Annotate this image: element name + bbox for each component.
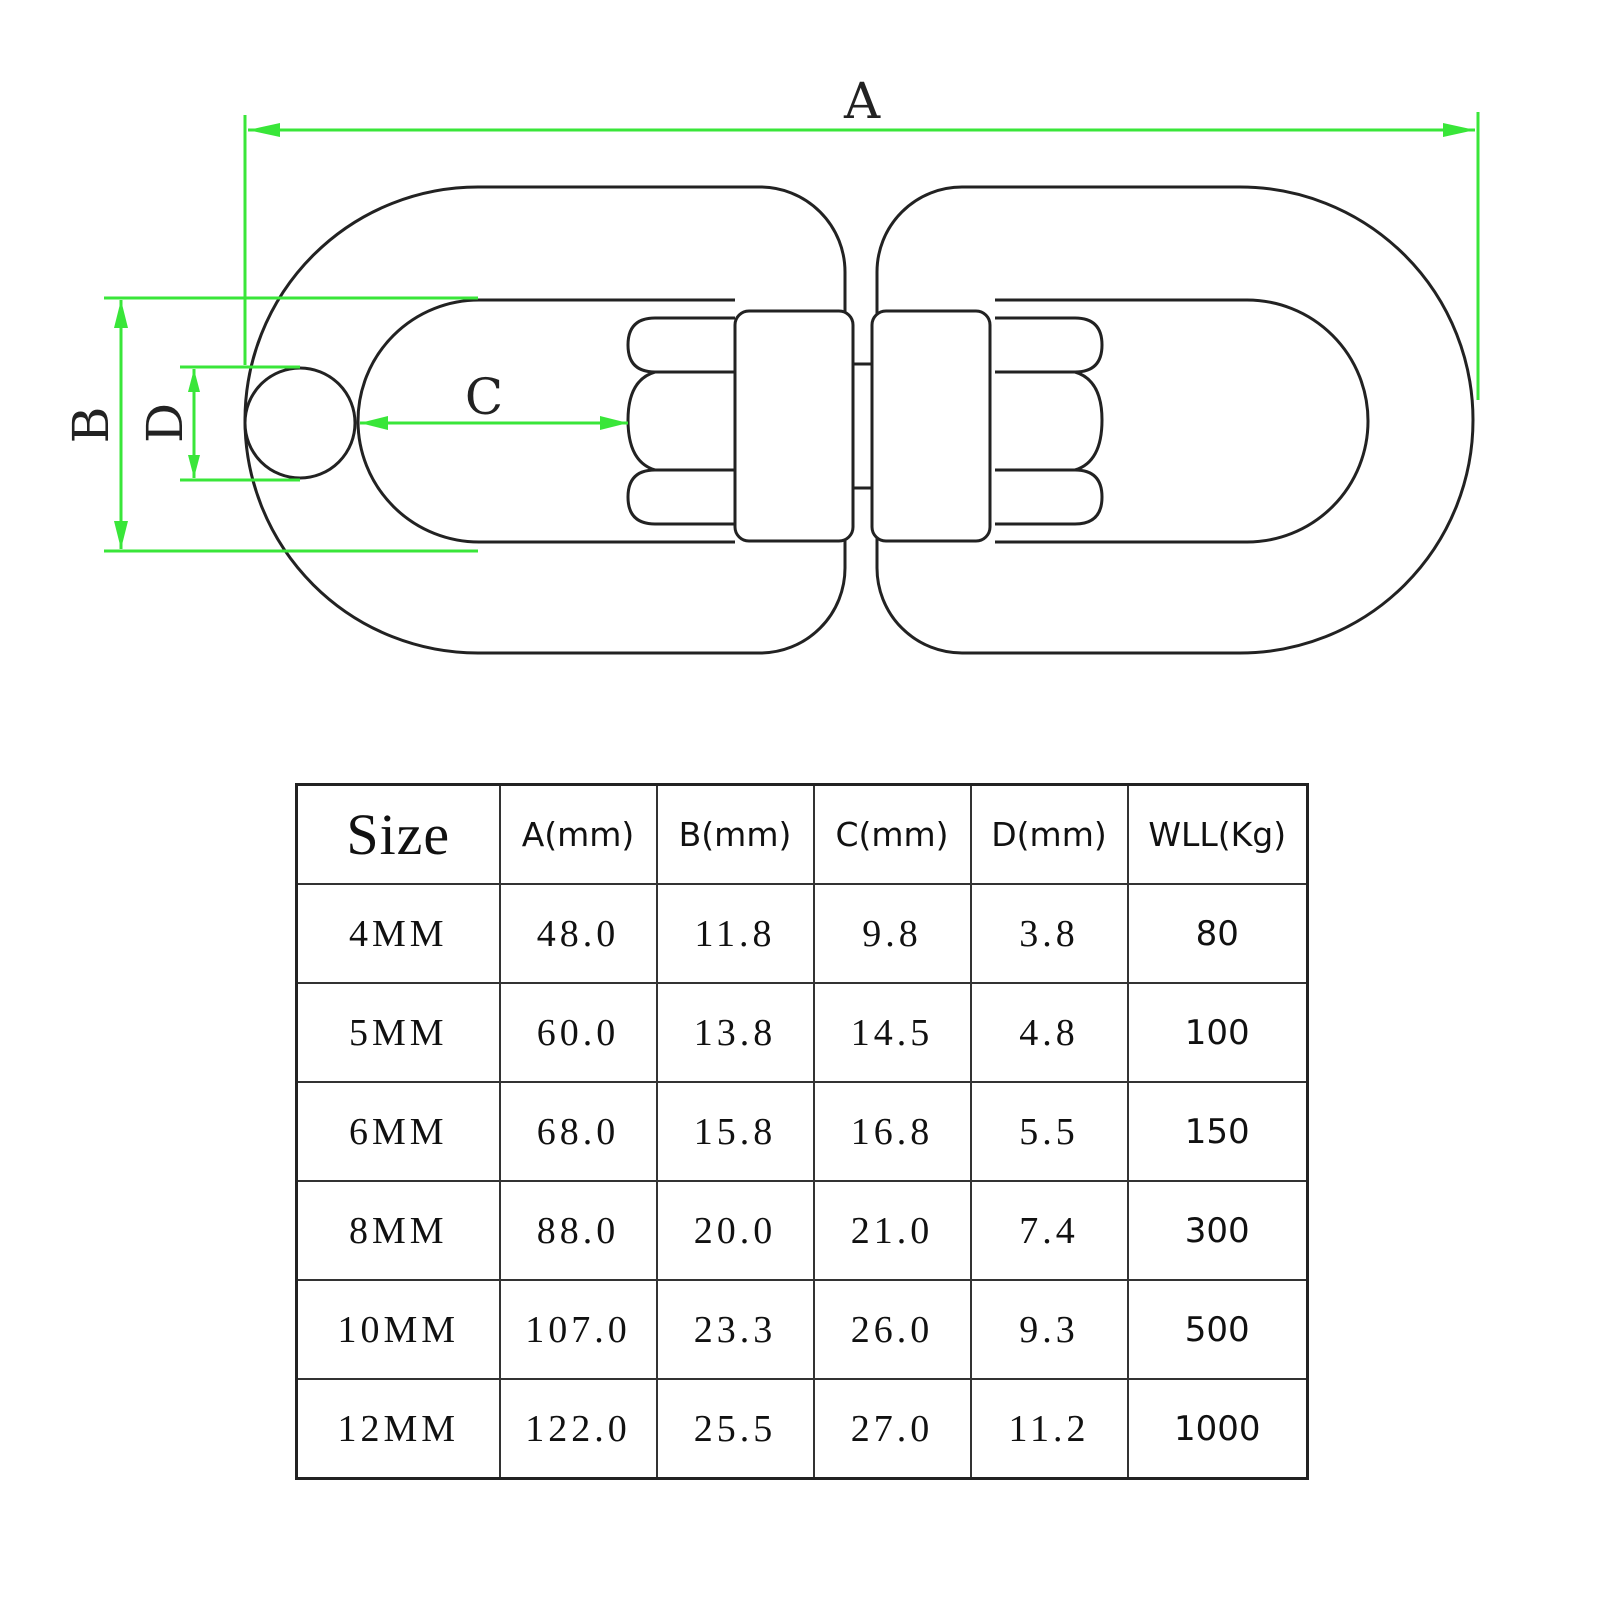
table-row: 6MM 68.0 15.8 16.8 5.5 150 bbox=[295, 1081, 1309, 1182]
wire-section-circle bbox=[243, 366, 357, 480]
left-eye-outer bbox=[243, 185, 847, 655]
header-b: B(mm) bbox=[655, 783, 815, 885]
size-cell: 5MM bbox=[295, 982, 501, 1083]
a-cell: 107.0 bbox=[498, 1279, 658, 1380]
right-nut bbox=[995, 316, 1104, 526]
c-cell: 14.5 bbox=[812, 982, 972, 1083]
d-arrow-top bbox=[188, 369, 200, 392]
b-cell: 15.8 bbox=[655, 1081, 815, 1182]
wll-cell: 1000 bbox=[1126, 1378, 1309, 1480]
dimension-label-a: A bbox=[843, 72, 881, 130]
d-cell: 3.8 bbox=[969, 883, 1129, 984]
size-cell: 10MM bbox=[295, 1279, 501, 1380]
spec-table: Size A(mm) B(mm) C(mm) D(mm) WLL(Kg) 4MM… bbox=[295, 783, 1309, 1480]
header-a: A(mm) bbox=[498, 783, 658, 885]
d-cell: 4.8 bbox=[969, 982, 1129, 1083]
table-row: 4MM 48.0 11.8 9.8 3.8 80 bbox=[295, 883, 1309, 984]
right-eye-inner bbox=[995, 298, 1370, 544]
d-cell: 7.4 bbox=[969, 1180, 1129, 1281]
size-cell: 8MM bbox=[295, 1180, 501, 1281]
dimension-label-b: B bbox=[62, 407, 120, 444]
table-row: 12MM 122.0 25.5 27.0 11.2 1000 bbox=[295, 1378, 1309, 1480]
center-pin bbox=[851, 362, 874, 490]
c-cell: 16.8 bbox=[812, 1081, 972, 1182]
d-arrow-bottom bbox=[188, 455, 200, 478]
header-wll: WLL(Kg) bbox=[1126, 783, 1309, 885]
wll-cell: 80 bbox=[1126, 883, 1309, 984]
a-arrow-right bbox=[1443, 123, 1475, 137]
a-cell: 68.0 bbox=[498, 1081, 658, 1182]
d-cell: 5.5 bbox=[969, 1081, 1129, 1182]
table-row: 10MM 107.0 23.3 26.0 9.3 500 bbox=[295, 1279, 1309, 1380]
header-size: Size bbox=[295, 783, 501, 885]
wll-cell: 500 bbox=[1126, 1279, 1309, 1380]
b-cell: 20.0 bbox=[655, 1180, 815, 1281]
header-d: D(mm) bbox=[969, 783, 1129, 885]
d-cell: 9.3 bbox=[969, 1279, 1129, 1380]
dimension-lines bbox=[104, 112, 1480, 553]
b-cell: 25.5 bbox=[655, 1378, 815, 1480]
size-cell: 4MM bbox=[295, 883, 501, 984]
dimension-label-d: D bbox=[136, 403, 194, 443]
table-header-row: Size A(mm) B(mm) C(mm) D(mm) WLL(Kg) bbox=[295, 783, 1309, 885]
left-eye-inner bbox=[356, 298, 735, 544]
c-cell: 21.0 bbox=[812, 1180, 972, 1281]
header-c: C(mm) bbox=[812, 783, 972, 885]
dimension-label-c: C bbox=[465, 368, 503, 426]
c-arrow-right bbox=[600, 416, 628, 430]
swivel-outline bbox=[243, 185, 1475, 655]
a-cell: 122.0 bbox=[498, 1378, 658, 1480]
table-row: 8MM 88.0 20.0 21.0 7.4 300 bbox=[295, 1180, 1309, 1281]
a-cell: 48.0 bbox=[498, 883, 658, 984]
table-row: 5MM 60.0 13.8 14.5 4.8 100 bbox=[295, 982, 1309, 1083]
d-cell: 11.2 bbox=[969, 1378, 1129, 1480]
a-cell: 60.0 bbox=[498, 982, 658, 1083]
right-eye-outer bbox=[875, 185, 1475, 655]
b-arrow-top bbox=[114, 300, 128, 328]
right-bushing bbox=[870, 309, 992, 543]
left-nut bbox=[626, 316, 735, 526]
a-cell: 88.0 bbox=[498, 1180, 658, 1281]
c-arrow-left bbox=[360, 416, 388, 430]
wll-cell: 100 bbox=[1126, 982, 1309, 1083]
b-cell: 11.8 bbox=[655, 883, 815, 984]
left-bushing bbox=[733, 309, 855, 543]
b-cell: 13.8 bbox=[655, 982, 815, 1083]
b-arrow-bottom bbox=[114, 521, 128, 549]
size-cell: 6MM bbox=[295, 1081, 501, 1182]
c-cell: 27.0 bbox=[812, 1378, 972, 1480]
c-cell: 26.0 bbox=[812, 1279, 972, 1380]
swivel-dimension-diagram: A C B D bbox=[62, 72, 1480, 655]
b-cell: 23.3 bbox=[655, 1279, 815, 1380]
a-arrow-left bbox=[248, 123, 280, 137]
wll-cell: 300 bbox=[1126, 1180, 1309, 1281]
size-cell: 12MM bbox=[295, 1378, 501, 1480]
c-cell: 9.8 bbox=[812, 883, 972, 984]
wll-cell: 150 bbox=[1126, 1081, 1309, 1182]
